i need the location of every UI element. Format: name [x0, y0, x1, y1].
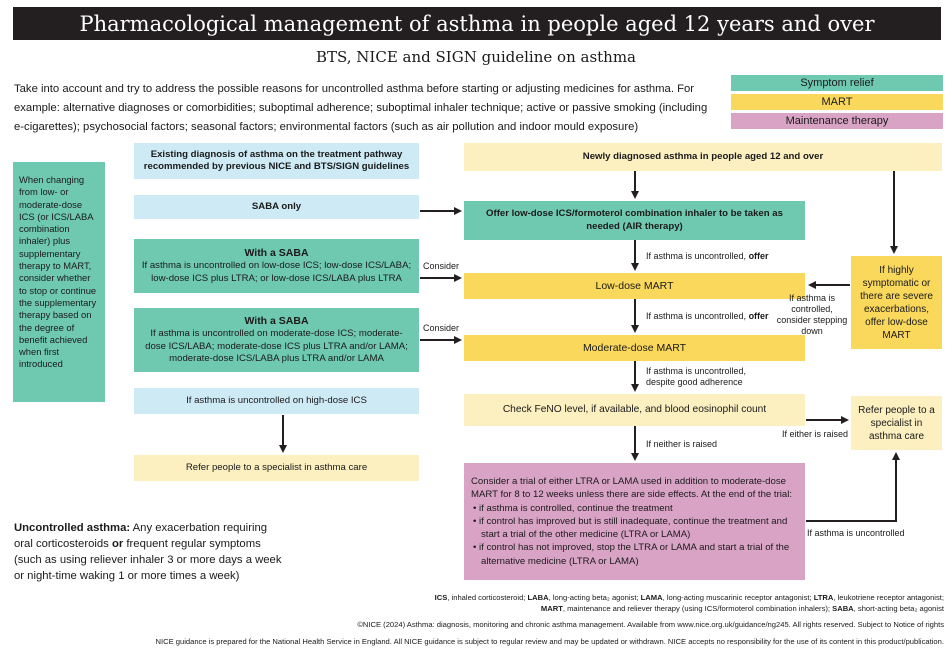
trial-intro: Consider a trial of either LTRA or LAMA …	[471, 476, 793, 501]
legend-symptom-relief: Symptom relief	[731, 75, 943, 91]
consider-label-1: Consider	[423, 261, 460, 271]
uncontrolled-def-or: or	[111, 538, 124, 550]
despite-adherence-label: If asthma is uncontrolled, despite good …	[646, 366, 747, 387]
page-subtitle: BTS, NICE and SIGN guideline on asthma	[316, 48, 636, 66]
with-saba-moderate-box: With a SABA If asthma is uncontrolled on…	[134, 308, 419, 372]
with-saba-moderate-title: With a SABA	[244, 314, 309, 327]
abbr-mart: MART	[540, 604, 563, 614]
uncontrolled-offer-label-1: If asthma is uncontrolled, offer	[646, 251, 769, 262]
abbr-ltra-def: , leukotriene receptor antagonist;	[833, 593, 944, 602]
intro-text: Take into account and try to address the…	[14, 83, 708, 133]
trial-bullet-1: • if asthma is controlled, continue the …	[473, 502, 673, 514]
abbr-saba: SABA	[832, 604, 854, 614]
uncontrolled-right-label: If asthma is uncontrolled	[807, 528, 905, 538]
with-saba-low-box: With a SABA If asthma is uncontrolled on…	[134, 239, 419, 293]
abbr-saba-def: , short-acting beta₂ agonist	[853, 604, 944, 614]
trial-bullet-2: • if control has improved but is still i…	[473, 515, 788, 541]
uncontrolled-offer-label-2: If asthma is uncontrolled, offer	[646, 311, 769, 322]
abbr-laba-def: , long-acting beta₂ agonist;	[548, 593, 641, 602]
low-dose-mart-box: Low-dose MART	[464, 273, 805, 299]
either-raised-label: If either is raised	[782, 429, 849, 439]
trial-bullet-1-text: if asthma is controlled, continue the tr…	[479, 502, 673, 514]
refer-specialist-right-box: Refer people to a specialist in asthma c…	[851, 396, 942, 450]
uncontrolled-offer-1b: offer	[748, 251, 769, 261]
arrow-trial-to-refer	[806, 452, 900, 522]
neither-raised-label: If neither is raised	[646, 439, 718, 449]
existing-diagnosis-box: Existing diagnosis of asthma on the trea…	[134, 143, 419, 179]
with-saba-moderate-text: If asthma is uncontrolled on moderate-do…	[145, 328, 408, 364]
with-saba-low-title: With a SABA	[244, 246, 309, 259]
disclaimer: NICE guidance is prepared for the Nation…	[155, 637, 945, 646]
refer-specialist-left-box: Refer people to a specialist in asthma c…	[134, 455, 419, 481]
uncontrolled-offer-1a: If asthma is uncontrolled,	[646, 251, 749, 261]
abbr-lama: LAMA	[640, 593, 663, 602]
saba-only-box: SABA only	[134, 195, 419, 219]
legend-maintenance: Maintenance therapy	[731, 113, 943, 129]
abbr-ics-def: , inhaled corticosteroid;	[447, 593, 528, 602]
abbreviations: ICS, inhaled corticosteroid; LABA, long-…	[300, 592, 944, 614]
legend-mart: MART	[731, 94, 943, 110]
trial-bullet-2-text: if control has improved but is still ina…	[479, 515, 788, 541]
stepping-down-label: If asthma is controlled, consider steppi…	[776, 293, 848, 336]
trial-bullet-3: • if control has not improved, stop the …	[473, 542, 790, 567]
uncontrolled-offer-2a: If asthma is uncontrolled,	[646, 311, 749, 321]
abbr-mart-def: , maintenance and reliever therapy (usin…	[562, 604, 833, 614]
uncontrolled-def-a: Any exacerbation requiring oral corticos…	[14, 522, 268, 550]
moderate-dose-mart-box: Moderate-dose MART	[464, 335, 805, 361]
side-note: When changing from low- or moderate-dose…	[13, 162, 105, 402]
trial-bullet-3-text: if control has not improved, stop the LT…	[479, 542, 790, 567]
air-therapy-box: Offer low-dose ICS/formoterol combinatio…	[464, 201, 805, 240]
feno-check-box: Check FeNO level, if available, and bloo…	[464, 394, 805, 426]
trial-box: Consider a trial of either LTRA or LAMA …	[464, 463, 805, 580]
with-saba-low-text: If asthma is uncontrolled on low-dose IC…	[141, 260, 412, 284]
abbr-laba: LABA	[527, 593, 549, 602]
abbr-lama-def: , long-acting muscarinic receptor antago…	[662, 593, 814, 602]
uncontrolled-offer-2b: offer	[748, 311, 769, 321]
uncontrolled-term: Uncontrolled asthma:	[14, 522, 131, 534]
abbr-ics: ICS	[434, 593, 448, 602]
abbr-ltra: LTRA	[813, 593, 834, 602]
highly-symptomatic-box: If highly symptomatic or there are sever…	[851, 256, 942, 349]
uncontrolled-definition: Uncontrolled asthma: Any exacerbation re…	[14, 520, 284, 584]
consider-label-2: Consider	[423, 323, 460, 333]
page-title: Pharmacological management of asthma in …	[13, 7, 941, 40]
high-dose-box: If asthma is uncontrolled on high-dose I…	[134, 388, 419, 414]
uncontrolled-def-b: frequent regular symptoms (such as using…	[14, 538, 282, 582]
newly-diagnosed-box: Newly diagnosed asthma in people aged 12…	[464, 143, 942, 171]
copyright: ©NICE (2024) Asthma: diagnosis, monitori…	[357, 620, 944, 629]
